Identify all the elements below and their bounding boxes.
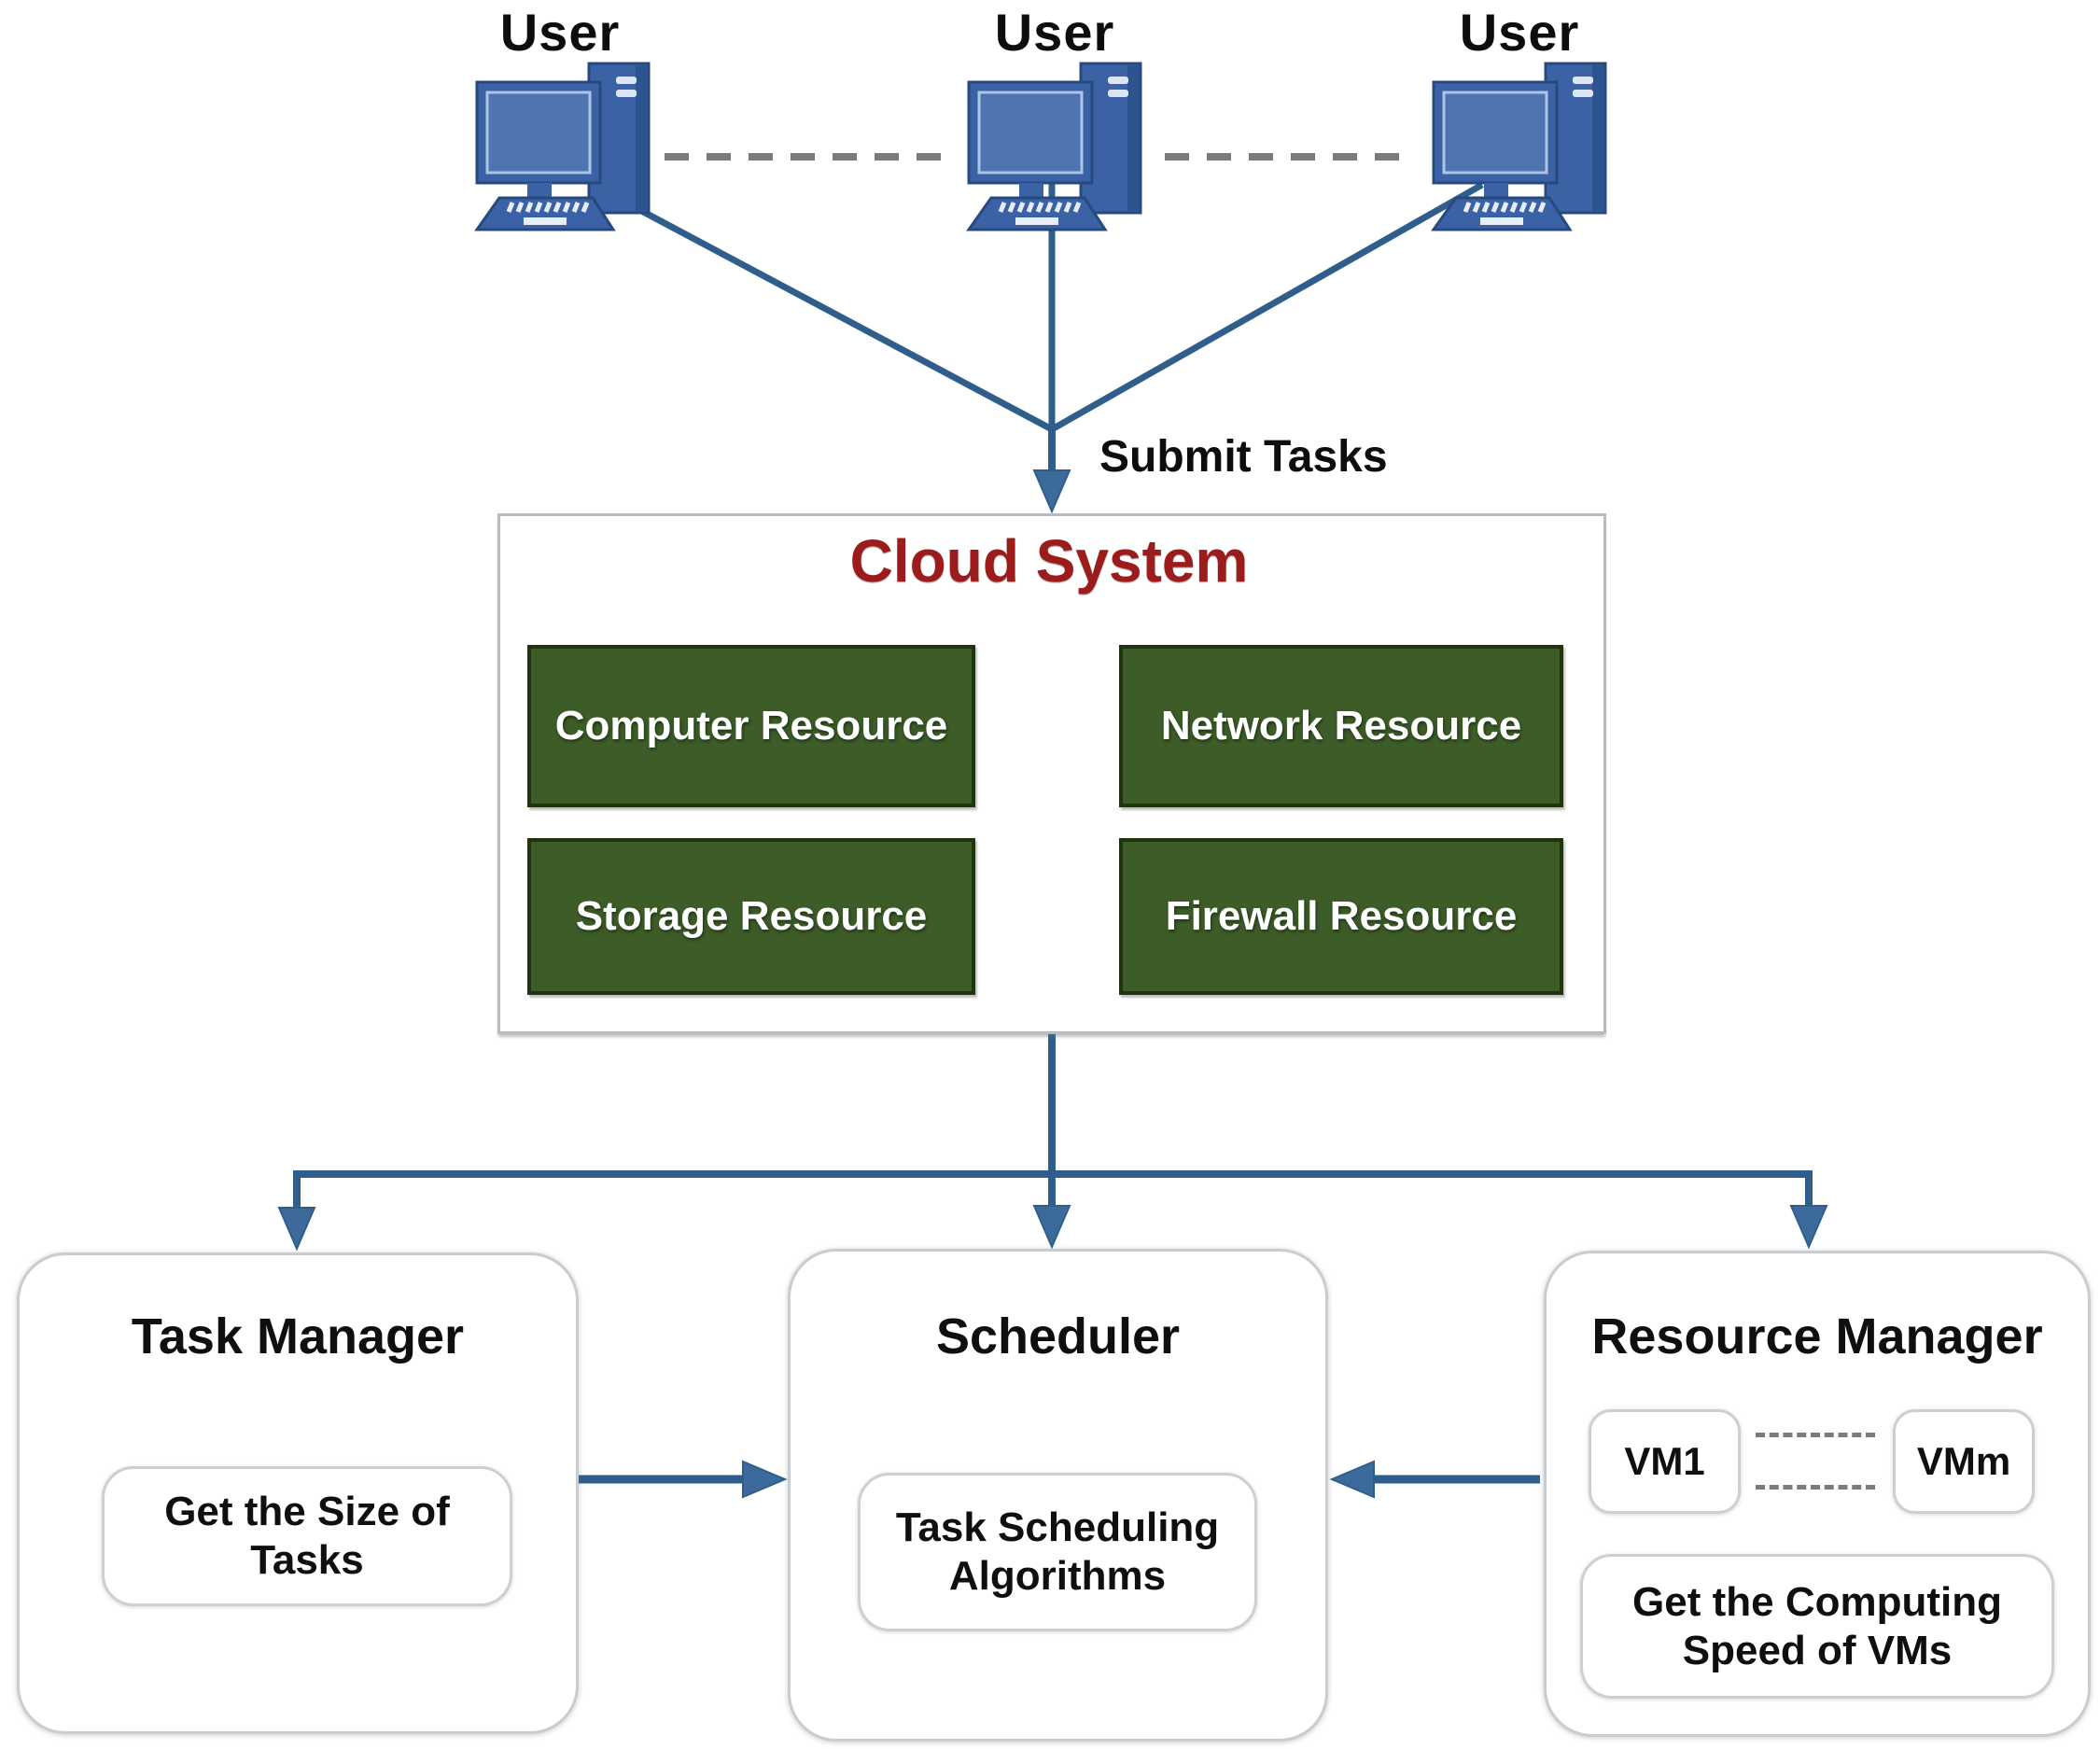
get-task-size-box: Get the Size of Tasks (102, 1466, 512, 1606)
vm-dashed-separator (1756, 1485, 1875, 1490)
vmm-box: VMm (1893, 1409, 2035, 1514)
resource-box-storage-label: Storage Resource (575, 893, 928, 939)
resource-box-computer: Computer Resource (527, 645, 975, 807)
scheduler-box: Scheduler Task Scheduling Algorithms (788, 1249, 1328, 1742)
resource-box-firewall-label: Firewall Resource (1165, 893, 1518, 939)
resource-box-network: Network Resource (1119, 645, 1563, 807)
task-scheduling-algorithms-label: Task Scheduling Algorithms (895, 1504, 1220, 1599)
resource-box-firewall: Firewall Resource (1119, 838, 1563, 995)
vmm-label: VMm (1916, 1439, 2011, 1483)
resource-manager-to-scheduler-arrowhead (1329, 1460, 1375, 1499)
submit-tasks-label: Submit Tasks (1099, 432, 1388, 482)
user1-to-hub-line (603, 188, 1054, 433)
branch-arrow-resource-manager (1789, 1205, 1828, 1250)
vm-dashed-separator (1756, 1433, 1875, 1437)
get-computing-speed-box: Get the Computing Speed of VMs (1580, 1554, 2054, 1699)
user-label: User (499, 3, 621, 62)
hub-to-cloud-arrowhead (1032, 469, 1071, 514)
get-computing-speed-label: Get the Computing Speed of VMs (1632, 1578, 2002, 1673)
scheduler-title: Scheduler (935, 1308, 1181, 1364)
resource-manager-title: Resource Manager (1591, 1308, 2043, 1364)
user-label: User (1459, 3, 1580, 62)
resource-box-storage: Storage Resource (527, 838, 975, 995)
task-scheduling-algorithms-box: Task Scheduling Algorithms (858, 1473, 1257, 1631)
branch-arrow-task-manager (277, 1207, 316, 1252)
user-label: User (994, 3, 1115, 62)
vm1-box: VM1 (1589, 1409, 1741, 1514)
task-manager-box: Task Manager Get the Size of Tasks (17, 1252, 579, 1734)
cloud-system-title: Cloud System (849, 527, 1249, 595)
resource-box-network-label: Network Resource (1160, 703, 1522, 749)
branch-arrow-scheduler (1032, 1205, 1071, 1250)
user-computer-icon (471, 58, 658, 235)
user3-to-hub-line (1050, 181, 1484, 433)
resource-manager-box: Resource Manager VM1 VMm Get the Computi… (1544, 1251, 2091, 1737)
resource-box-computer-label: Computer Resource (554, 703, 948, 749)
task-manager-to-scheduler-arrowhead (742, 1460, 788, 1499)
user-computer-icon (1428, 58, 1615, 235)
user-computer-icon (963, 58, 1150, 235)
vm1-label: VM1 (1624, 1439, 1705, 1483)
get-task-size-label: Get the Size of Tasks (164, 1489, 450, 1583)
task-manager-title: Task Manager (131, 1308, 465, 1364)
